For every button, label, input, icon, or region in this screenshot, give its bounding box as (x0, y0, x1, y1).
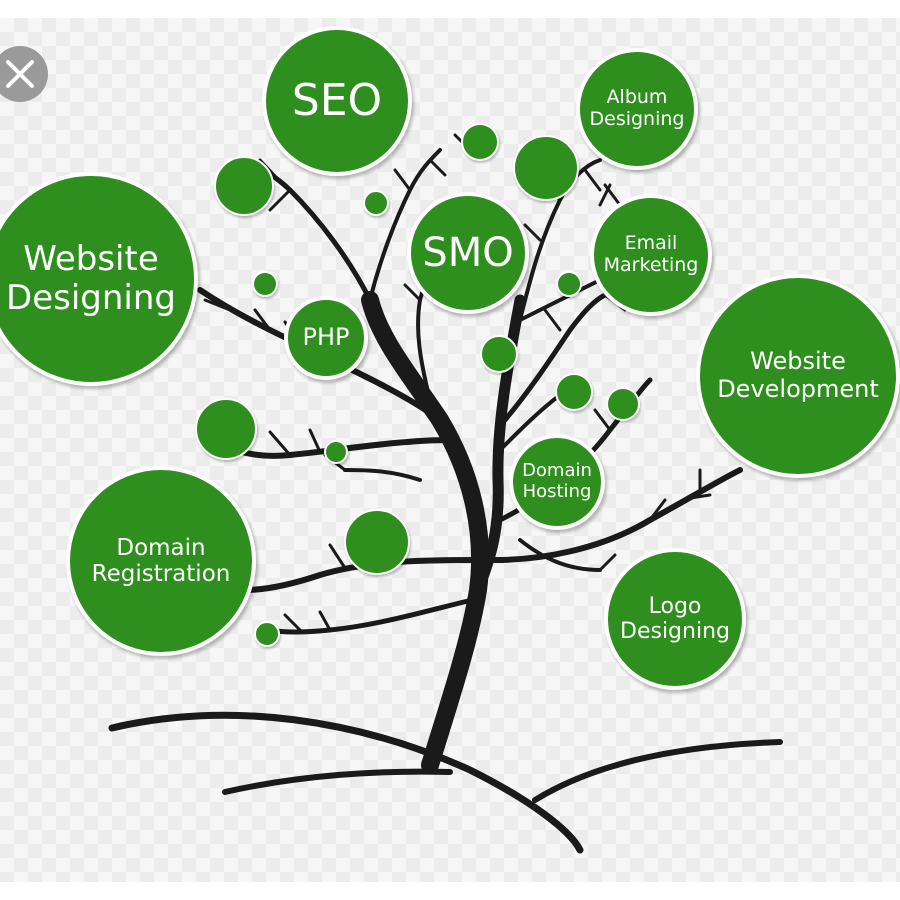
tree-trunk (361, 291, 489, 774)
top-frame (0, 0, 900, 18)
logo-designing-bubble-label: Designing (620, 619, 730, 644)
seo-bubble-label: SEO (291, 74, 383, 126)
leaf-dot (606, 387, 640, 421)
close-icon (6, 60, 34, 88)
album-designing-bubble-label: Album (606, 86, 668, 109)
leaf-dot (252, 271, 278, 297)
leaf-dot (344, 509, 410, 575)
php-bubble-label: PHP (302, 323, 350, 352)
tree-branch (498, 393, 562, 452)
website-designing-bubble-label: Website (23, 238, 159, 279)
logo-designing-bubble-label: Logo (648, 593, 702, 619)
album-designing-bubble-label: Designing (589, 108, 685, 130)
leaf-dot (214, 156, 274, 216)
leaf-dot (555, 373, 593, 411)
tree-branch (502, 292, 608, 423)
tree-branch (227, 437, 453, 459)
ground-line (532, 739, 783, 803)
domain-hosting-bubble-label: Domain (522, 460, 592, 482)
tree-branch (518, 158, 602, 322)
website-designing-bubble-label: Designing (6, 278, 176, 318)
smo-bubble: SMO (407, 192, 529, 314)
email-marketing-bubble: Email Marketing (590, 194, 712, 316)
domain-hosting-bubble-label: Hosting (522, 481, 592, 502)
album-designing-bubble: Album Designing (576, 48, 698, 170)
php-bubble: PHP (284, 296, 368, 380)
bottom-frame (0, 882, 900, 900)
leaf-dot (324, 440, 348, 464)
tree-branch (242, 557, 481, 593)
leaf-dot (363, 190, 389, 216)
tree-branch (518, 538, 602, 572)
logo-designing-bubble: Logo Designing (604, 548, 746, 690)
tree-branch (267, 597, 475, 635)
website-development-bubble-label: Development (717, 375, 879, 403)
ground-line (222, 768, 453, 795)
smo-bubble-label: SMO (422, 230, 514, 276)
website-development-bubble-label: Website (750, 347, 846, 376)
email-marketing-bubble-label: Marketing (603, 254, 699, 276)
domain-registration-bubble-label: Domain (116, 534, 206, 561)
domain-registration-bubble: Domain Registration (66, 466, 256, 656)
leaf-dot (195, 398, 257, 460)
email-marketing-bubble-label: Email (624, 232, 678, 255)
seo-bubble: SEO (262, 26, 412, 176)
leaf-dot (480, 335, 518, 373)
website-designing-bubble: Website Designing (0, 172, 198, 386)
domain-registration-bubble-label: Registration (91, 561, 231, 587)
leaf-dot (556, 271, 582, 297)
leaf-dot (254, 621, 280, 647)
domain-hosting-bubble: Domain Hosting (509, 434, 605, 530)
website-development-bubble: Website Development (696, 274, 900, 478)
close-button[interactable] (0, 46, 48, 102)
leaf-dot (513, 135, 579, 201)
tree-branch (343, 468, 422, 482)
ground-line (108, 711, 584, 854)
leaf-dot (461, 123, 499, 161)
